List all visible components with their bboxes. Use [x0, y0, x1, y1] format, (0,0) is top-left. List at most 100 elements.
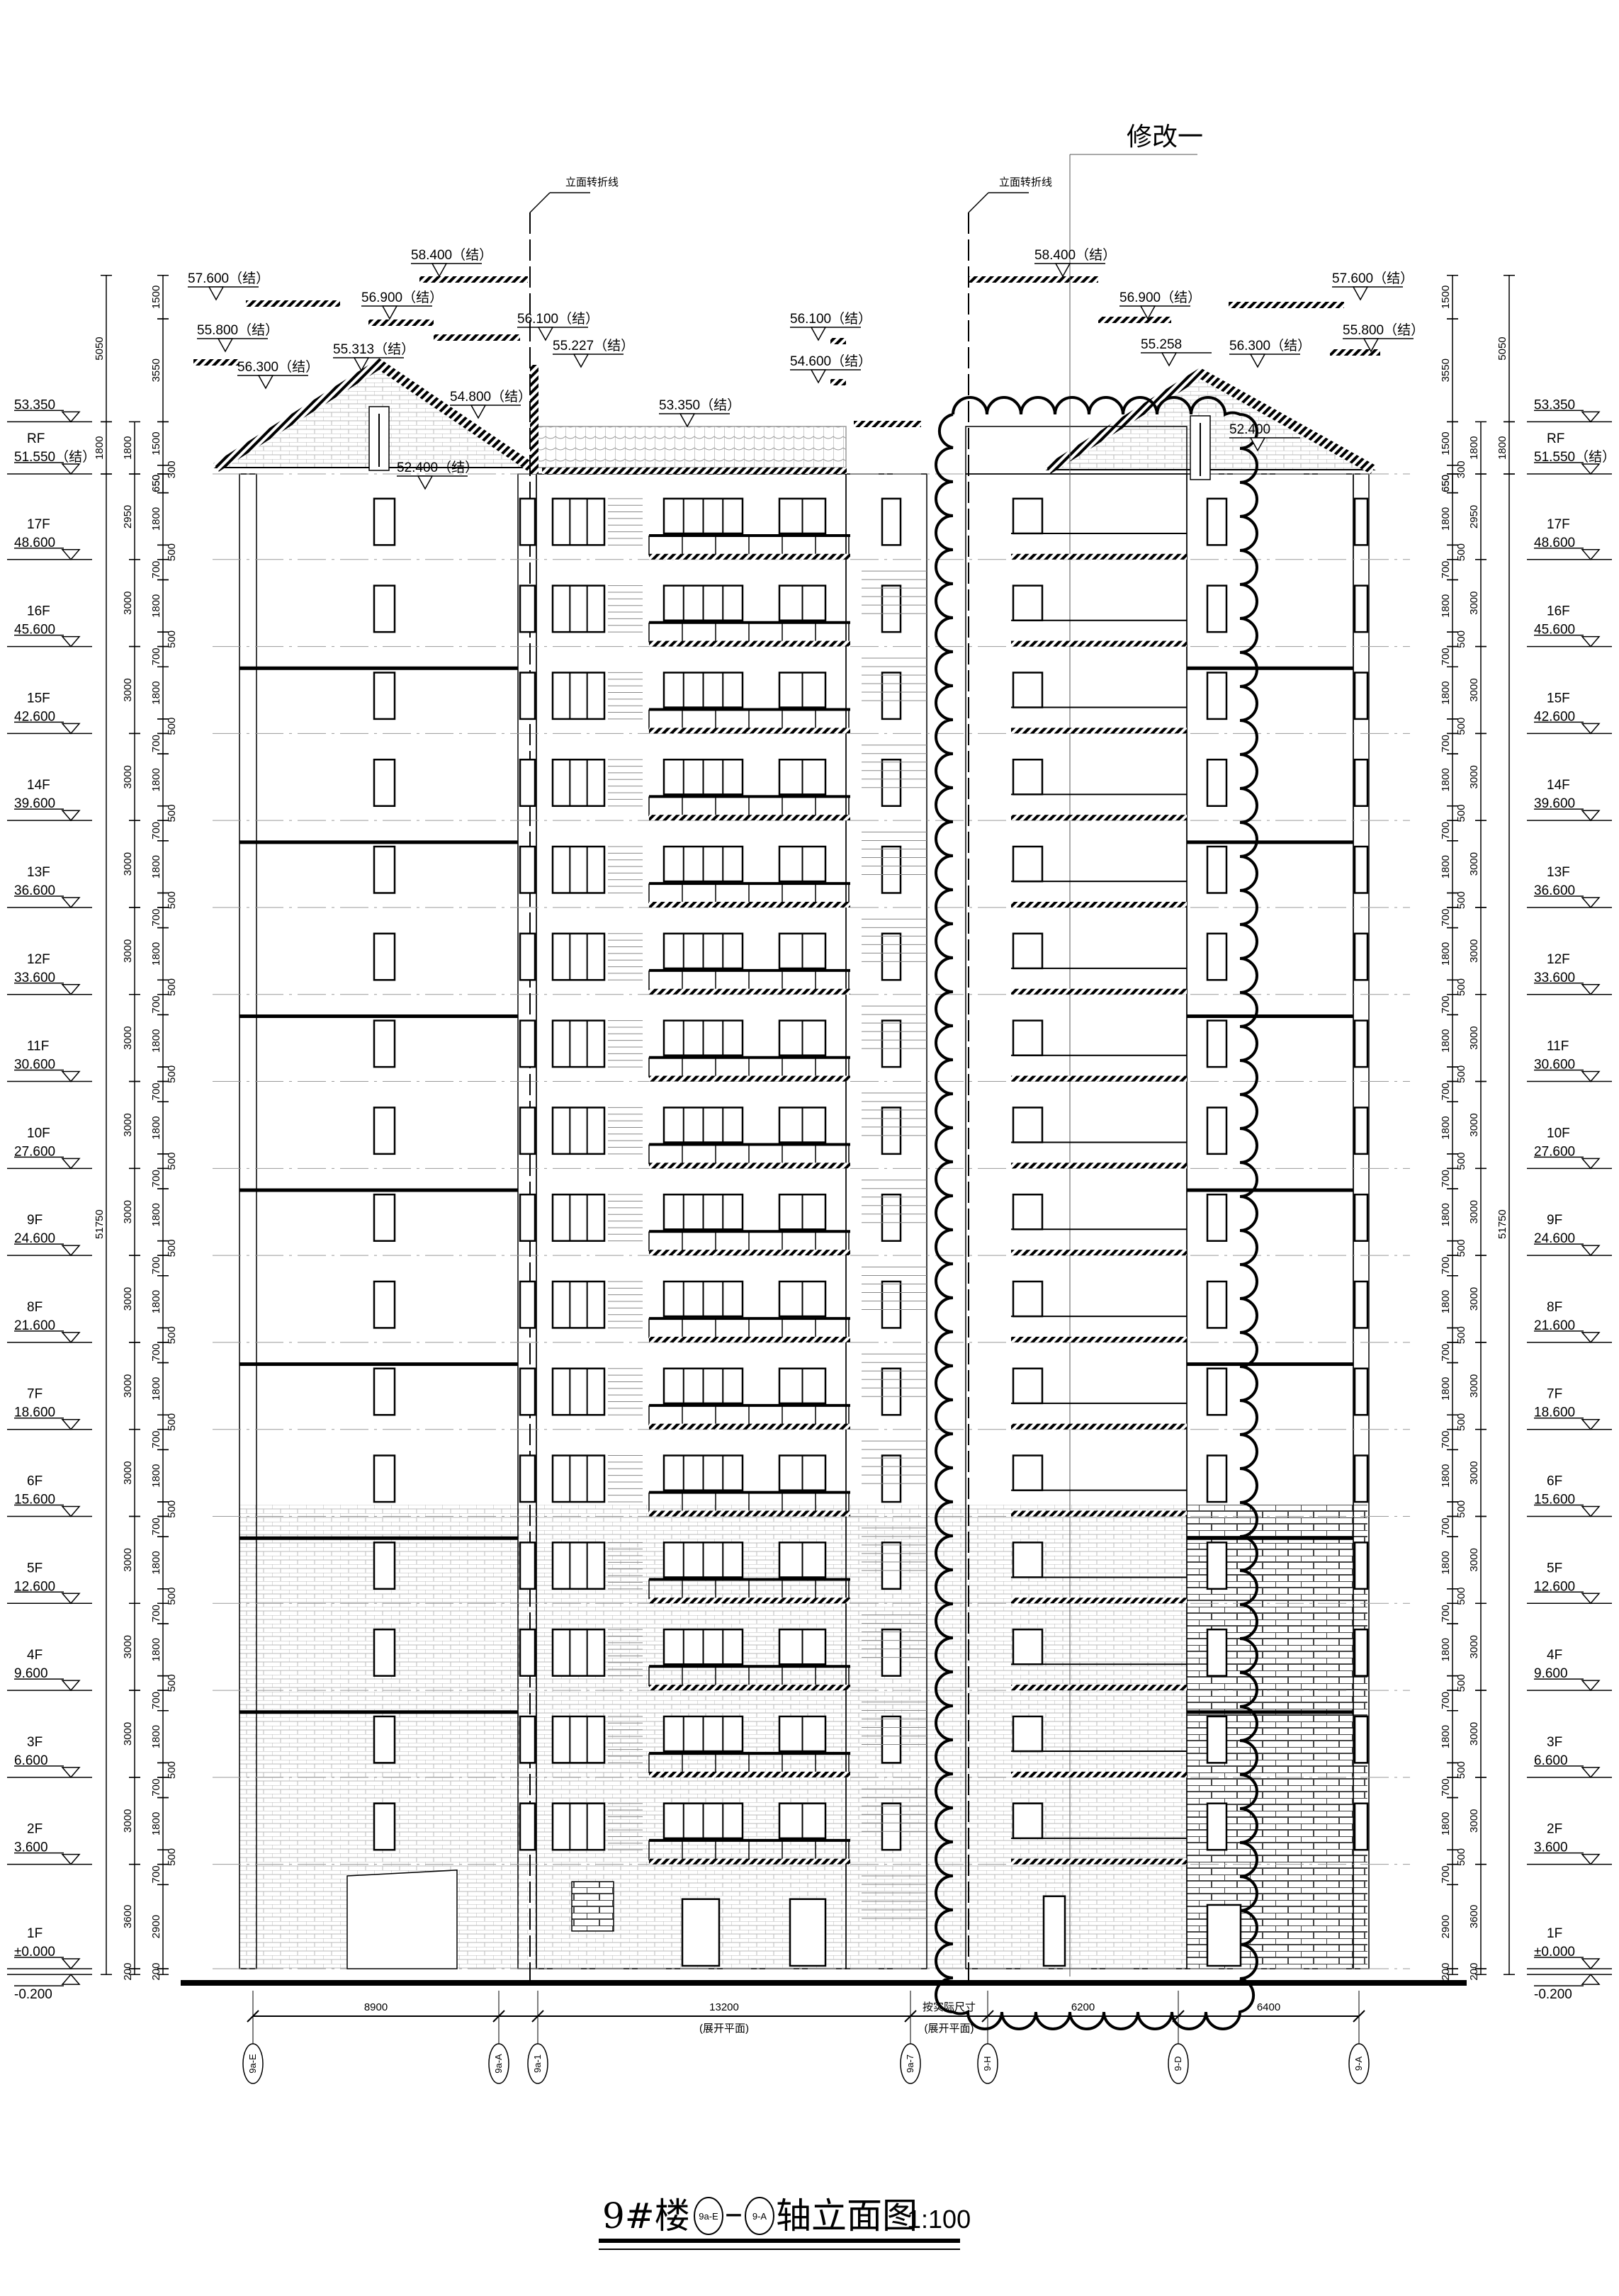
dimension-label: 1800: [150, 1464, 162, 1488]
window-edge: [1353, 672, 1369, 720]
dimension-label: 500: [1455, 1065, 1467, 1083]
dimension-label: 700: [150, 1517, 162, 1535]
door-right: [1012, 497, 1044, 535]
window-strip: [519, 672, 536, 720]
dimension-label: 1800: [1440, 1638, 1452, 1661]
dimension-label: 1800: [150, 942, 162, 966]
dimension-label: 3000: [1468, 678, 1480, 701]
dimension-label: 3550: [1440, 358, 1452, 382]
level-triangle-icon: [1581, 1505, 1601, 1517]
axis-span-label: 6400: [1257, 2001, 1280, 2013]
window-group: [551, 584, 606, 633]
level-floor-label: 17F: [1547, 517, 1570, 532]
roof-elevation-label: 58.400（结）: [411, 247, 492, 263]
dimension-label: 700: [150, 1257, 162, 1274]
dimension-label: 700: [150, 1605, 162, 1622]
dimension-label: 200: [1440, 1963, 1452, 1981]
window-right-block: [1206, 758, 1228, 807]
dimension-label: 700: [1440, 909, 1452, 927]
dimension-label: 500: [166, 1065, 178, 1083]
window-right-block: [1206, 1715, 1228, 1764]
level-triangle-icon: [1249, 437, 1266, 452]
roof-elevation-label: 56.100（结）: [517, 311, 599, 327]
roof-elevation-label: 56.100（结）: [790, 311, 871, 327]
dimension-label: 700: [150, 1865, 162, 1883]
dimension-tick: [531, 2010, 544, 2023]
window-stair: [881, 845, 902, 894]
dimension-label: 1800: [150, 855, 162, 878]
level-floor-label: 6F: [1547, 1474, 1562, 1488]
level-triangle-icon: [61, 1767, 81, 1779]
balcony-slab-right: [1011, 1858, 1187, 1865]
dimension-label: 200: [122, 1963, 134, 1981]
dimension-label: 200: [150, 1963, 162, 1981]
window-left: [373, 497, 396, 546]
level-triangle-icon: [1581, 723, 1601, 735]
level-triangle-icon: [61, 549, 81, 560]
axis-bubble-icon: [977, 2043, 998, 2084]
level-floor-label: RF: [27, 431, 45, 446]
level-floor-label: 11F: [27, 1039, 49, 1054]
window-strip: [519, 1802, 536, 1851]
window-strip: [519, 584, 536, 633]
level-elevation-label: -0.200: [14, 1987, 52, 2002]
dimension-label: 500: [1455, 1326, 1467, 1344]
level-triangle-icon: [1581, 1767, 1601, 1779]
balcony-slab-right: [1011, 1685, 1187, 1691]
dimension-label: 500: [1455, 1674, 1467, 1692]
level-elevation-label: 33.600: [1534, 971, 1575, 985]
balcony-slab: [649, 640, 850, 647]
dimension-label: 1800: [1440, 1464, 1452, 1488]
parapet-cap: [434, 334, 520, 341]
window-strip: [519, 932, 536, 981]
level-floor-label: 1F: [1547, 1926, 1562, 1941]
dimension-label: 700: [150, 1170, 162, 1187]
dimension-label: 700: [150, 996, 162, 1014]
window-left: [373, 1193, 396, 1242]
balcony-slab: [649, 1075, 850, 1082]
dimension-label: 700: [1440, 1344, 1452, 1362]
level-triangle-icon: [1249, 354, 1266, 368]
balcony-slab-right: [1011, 815, 1187, 821]
level-floor-label: 16F: [1547, 604, 1570, 619]
window-group: [551, 1802, 606, 1851]
dimension-label: 1800: [1496, 436, 1508, 460]
dimension-label: 1800: [1440, 768, 1452, 791]
level-elevation-label: 15.600: [1534, 1492, 1575, 1507]
balcony-slab-right: [1011, 901, 1187, 907]
level-floor-label: 17F: [27, 517, 50, 532]
dimension-label: 500: [166, 1326, 178, 1344]
window-group: [551, 758, 606, 807]
dimension-label: 1800: [1440, 1725, 1452, 1748]
level-floor-label: RF: [1547, 431, 1564, 446]
dimension-tick: [1172, 2010, 1185, 2023]
window-stair: [881, 1367, 902, 1416]
axis-span-note: (展开平面): [925, 2023, 974, 2035]
dimension-label: 3600: [122, 1905, 134, 1928]
parapet-cap: [193, 359, 239, 366]
balcony-slab: [649, 988, 850, 995]
level-triangle-icon: [381, 305, 398, 320]
window-stair: [881, 932, 902, 981]
dimension-label: 500: [1455, 1848, 1467, 1866]
dimension-label: 500: [1455, 978, 1467, 996]
window-right-block: [1206, 1802, 1228, 1851]
dimension-label: 700: [150, 1082, 162, 1100]
garage-opening: [346, 1870, 458, 1969]
dimension-label: 650: [150, 475, 162, 492]
parapet-cap: [1098, 317, 1171, 323]
level-elevation-label: 42.600: [14, 709, 55, 724]
roof-elevation-label: 52.400（结）: [397, 460, 478, 475]
dimension-label: 500: [1455, 1761, 1467, 1779]
dimension-label: 3000: [122, 765, 134, 788]
window-strip: [519, 1019, 536, 1068]
parapet-wall: [530, 365, 538, 474]
window-right-block: [1206, 845, 1228, 894]
title-building: 9#楼: [602, 2195, 690, 2236]
dimension-label: 500: [166, 1761, 178, 1779]
balcony-slab-right: [1011, 1771, 1187, 1777]
level-elevation-label: 18.600: [14, 1406, 55, 1420]
dimension-label: 1800: [150, 1116, 162, 1139]
dimension-label: 1800: [1440, 942, 1452, 966]
axis-label: 9a-7: [905, 2054, 915, 2073]
